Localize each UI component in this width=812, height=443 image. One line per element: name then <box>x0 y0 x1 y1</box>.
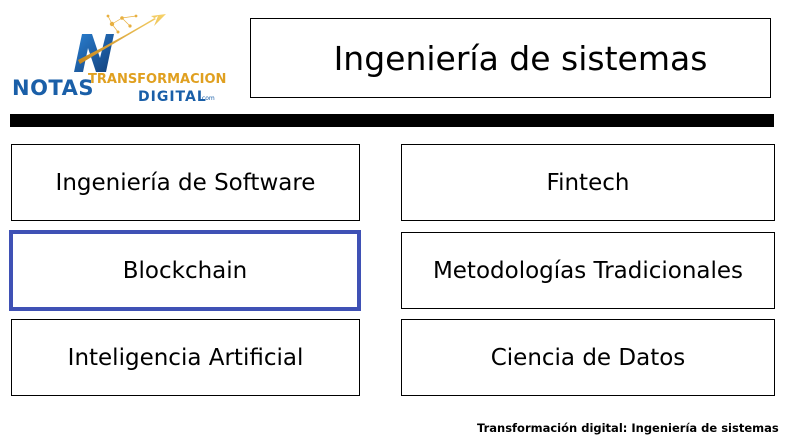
category-metodologias-tradicionales[interactable]: Metodologías Tradicionales <box>401 232 775 309</box>
header-divider <box>10 114 774 127</box>
category-inteligencia-artificial[interactable]: Inteligencia Artificial <box>11 319 360 396</box>
category-blockchain[interactable]: Blockchain <box>9 230 361 311</box>
category-ingenieria-de-software[interactable]: Ingeniería de Software <box>11 144 360 221</box>
logo-mark-icon <box>74 14 166 72</box>
category-ciencia-de-datos[interactable]: Ciencia de Datos <box>401 319 775 396</box>
logo-transformacion-text: TRANSFORMACION <box>88 72 227 87</box>
site-logo[interactable]: NOTAS TRANSFORMACION DIGITAL .com <box>8 10 228 105</box>
page-title: Ingeniería de sistemas <box>250 18 771 98</box>
category-fintech[interactable]: Fintech <box>401 144 775 221</box>
footer-caption: Transformación digital: Ingeniería de si… <box>477 421 779 435</box>
logo-com-text: .com <box>200 95 215 102</box>
logo-notas-text: NOTAS <box>12 76 94 100</box>
logo-digital-text: DIGITAL <box>138 89 207 105</box>
